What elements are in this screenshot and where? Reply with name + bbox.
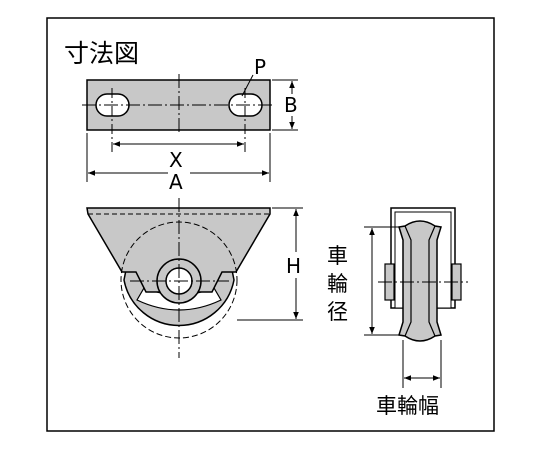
label-wheel-diameter-3: 径 (327, 300, 348, 324)
label-wheel-width: 車輪幅 (376, 394, 439, 418)
label-wheel-diameter-1: 車 (327, 244, 348, 268)
top-view: P B X A (82, 55, 305, 194)
side-view: 車 輪 径 車輪幅 (327, 207, 468, 418)
wheel-side (398, 220, 442, 342)
front-view: H (86, 198, 309, 358)
drawing-title: 寸法図 (64, 39, 139, 68)
label-p: P (254, 55, 266, 79)
label-wheel-diameter-2: 輪 (327, 272, 348, 296)
label-h: H (286, 254, 301, 278)
label-b: B (284, 93, 298, 117)
p-leader (241, 74, 254, 97)
label-x: X (169, 148, 183, 172)
label-a: A (169, 170, 183, 194)
